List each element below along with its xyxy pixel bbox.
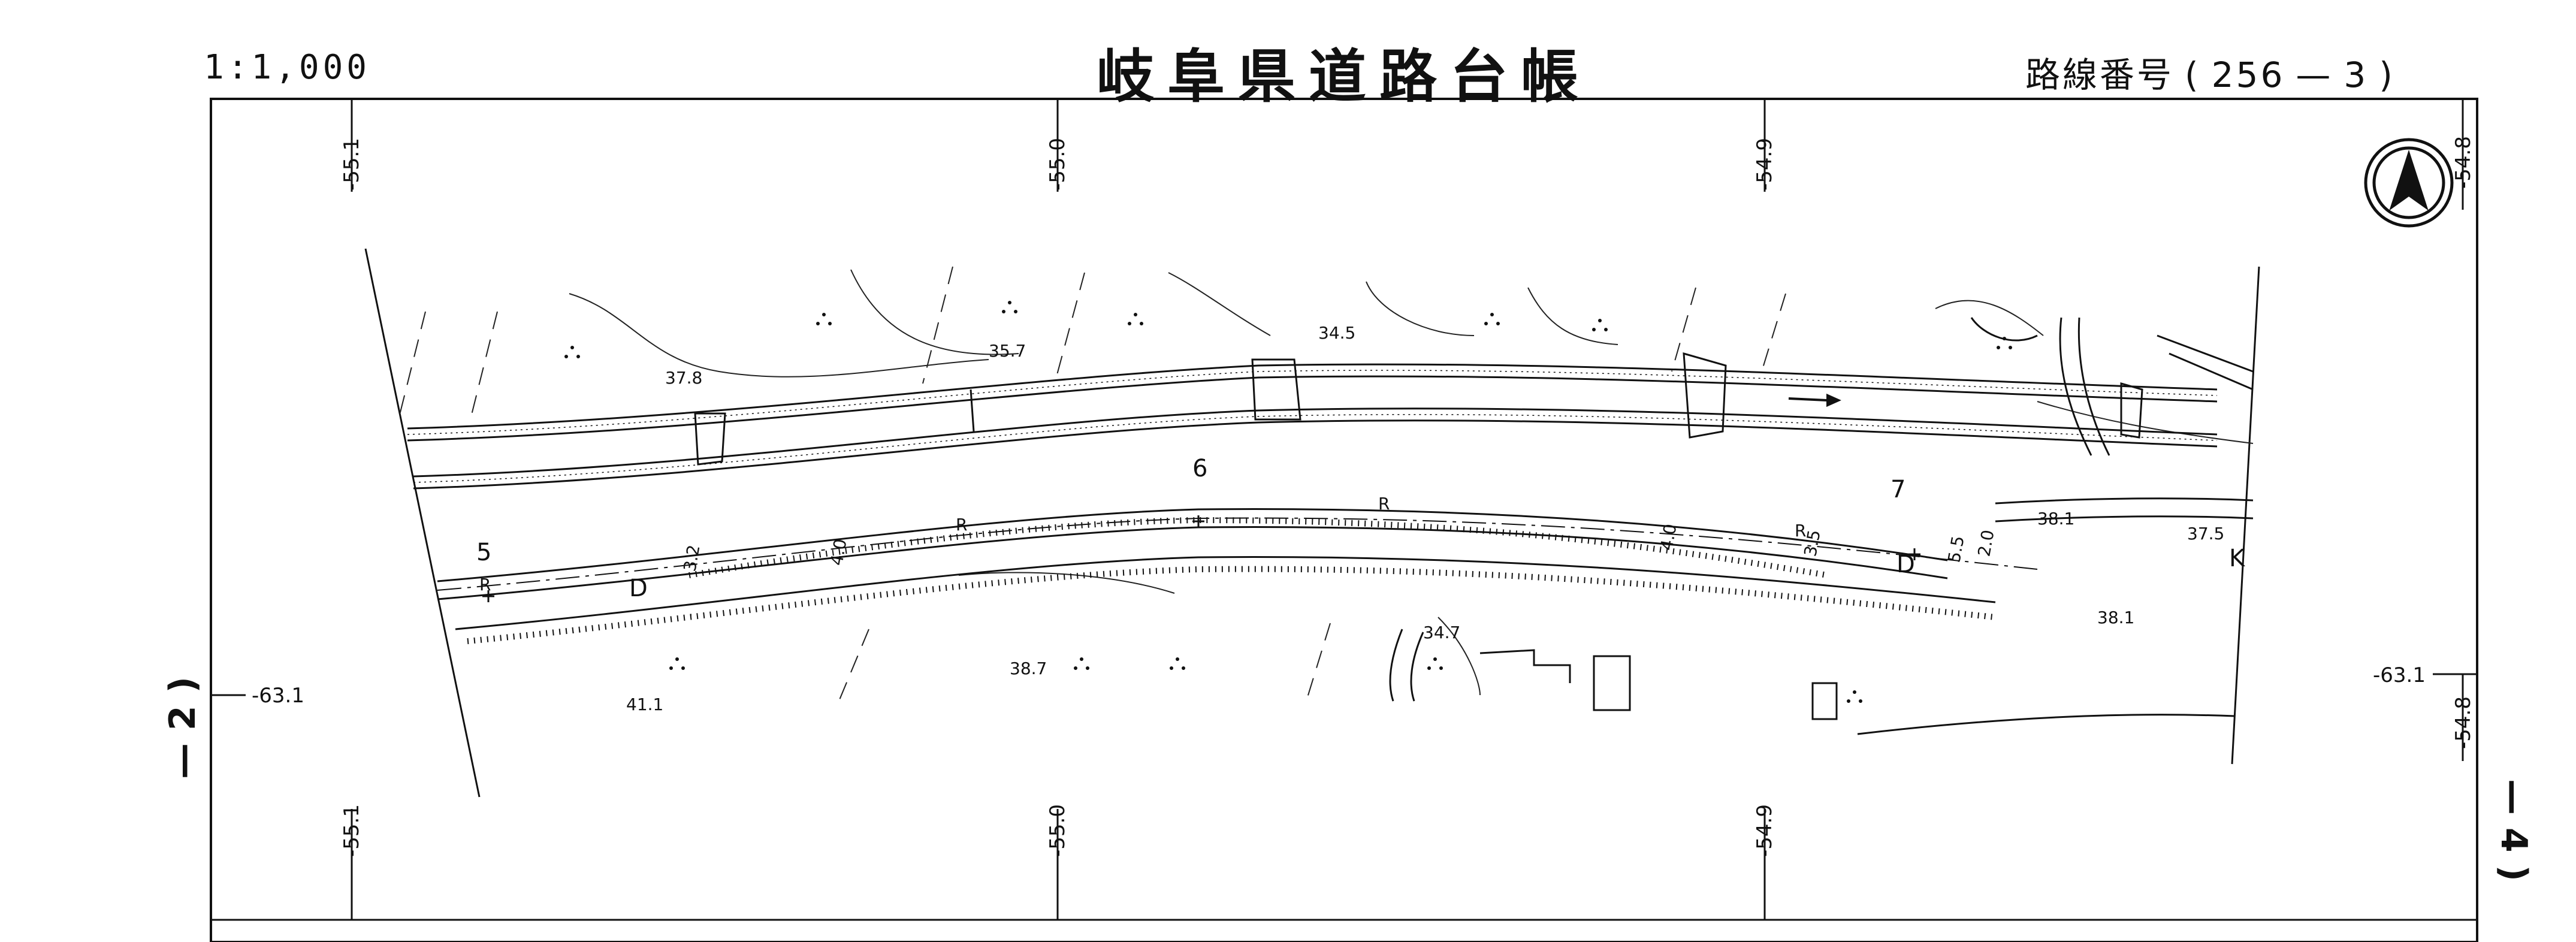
route-sheet-number: 3	[2344, 55, 2369, 95]
road-width-mark: 4.0	[1656, 523, 1680, 552]
route-open-paren: (	[2185, 55, 2201, 95]
grid-label-left: -63.1	[252, 684, 304, 708]
guardrail-hatching	[407, 370, 2218, 483]
grid-label-right-mid: -54.8	[2451, 696, 2475, 749]
route-close-paren: )	[2379, 55, 2395, 95]
grid-label-top: -55.1	[340, 138, 364, 191]
spot-elevation: 38.1	[2097, 608, 2134, 627]
section-number: 5	[476, 539, 491, 566]
spot-elevation: 38.1	[2037, 509, 2074, 529]
survey-points	[482, 515, 1920, 602]
route-number: 256	[2211, 55, 2285, 95]
road-width-mark: 2.0	[1974, 529, 1998, 558]
side-road-and-buildings	[1389, 317, 2254, 735]
direction-arrow-icon	[1788, 393, 1841, 407]
road-letter-mark: K	[2229, 545, 2246, 572]
road-letter-mark: R	[479, 575, 491, 594]
contour-lines	[569, 269, 2254, 696]
map-scale: 1:1,000	[204, 48, 371, 87]
road-width-mark: 5.5	[1944, 535, 1968, 564]
route-dash: —	[2296, 55, 2333, 95]
section-number: 7	[1891, 476, 1905, 503]
road-width-mark: 3.5	[1800, 529, 1824, 558]
section-number: 6	[1192, 455, 1207, 482]
north-arrow-icon	[2364, 138, 2454, 228]
grid-label-bottom: -55.0	[1046, 804, 1070, 857]
spot-elevation: 34.7	[1423, 623, 1460, 642]
road-guardrail-north	[407, 363, 2218, 490]
road-width-mark: 4.0	[826, 538, 850, 567]
road-width-mark: 3.2	[680, 544, 703, 573]
route-number-block: 路線番号(256 — 3)	[2025, 47, 2406, 97]
grid-label-top: -54.9	[1753, 138, 1777, 191]
grid-label-bottom: -55.1	[340, 804, 364, 857]
road-letter-mark: R	[956, 515, 967, 535]
grid-ticks	[211, 99, 2477, 920]
spot-elevation: 34.5	[1318, 323, 1355, 343]
road-letter-mark: R	[1795, 521, 1806, 541]
grid-label-right: -63.1	[2373, 663, 2426, 687]
vegetation-symbols	[564, 301, 2012, 703]
map-sheet-outline	[364, 248, 2260, 798]
grid-label-bottom: -54.9	[1753, 804, 1777, 857]
spot-elevation: 38.7	[1010, 659, 1047, 678]
dashed-contours	[398, 266, 1786, 702]
route-label: 路線番号	[2025, 55, 2175, 95]
structures	[694, 352, 2143, 466]
map-frame	[210, 98, 2478, 942]
spot-elevation: 35.7	[989, 341, 1026, 361]
road-letter-mark: R	[1378, 494, 1390, 514]
spot-elevation: 37.5	[2187, 524, 2224, 544]
road-letter-mark: D	[1896, 551, 1915, 578]
grid-label-right-top: -54.8	[2451, 136, 2475, 189]
grid-label-top: -55.0	[1046, 138, 1070, 191]
road-letter-mark: D	[629, 575, 648, 602]
spot-elevation: 41.1	[626, 695, 663, 714]
spot-elevation: 37.8	[665, 368, 702, 388]
